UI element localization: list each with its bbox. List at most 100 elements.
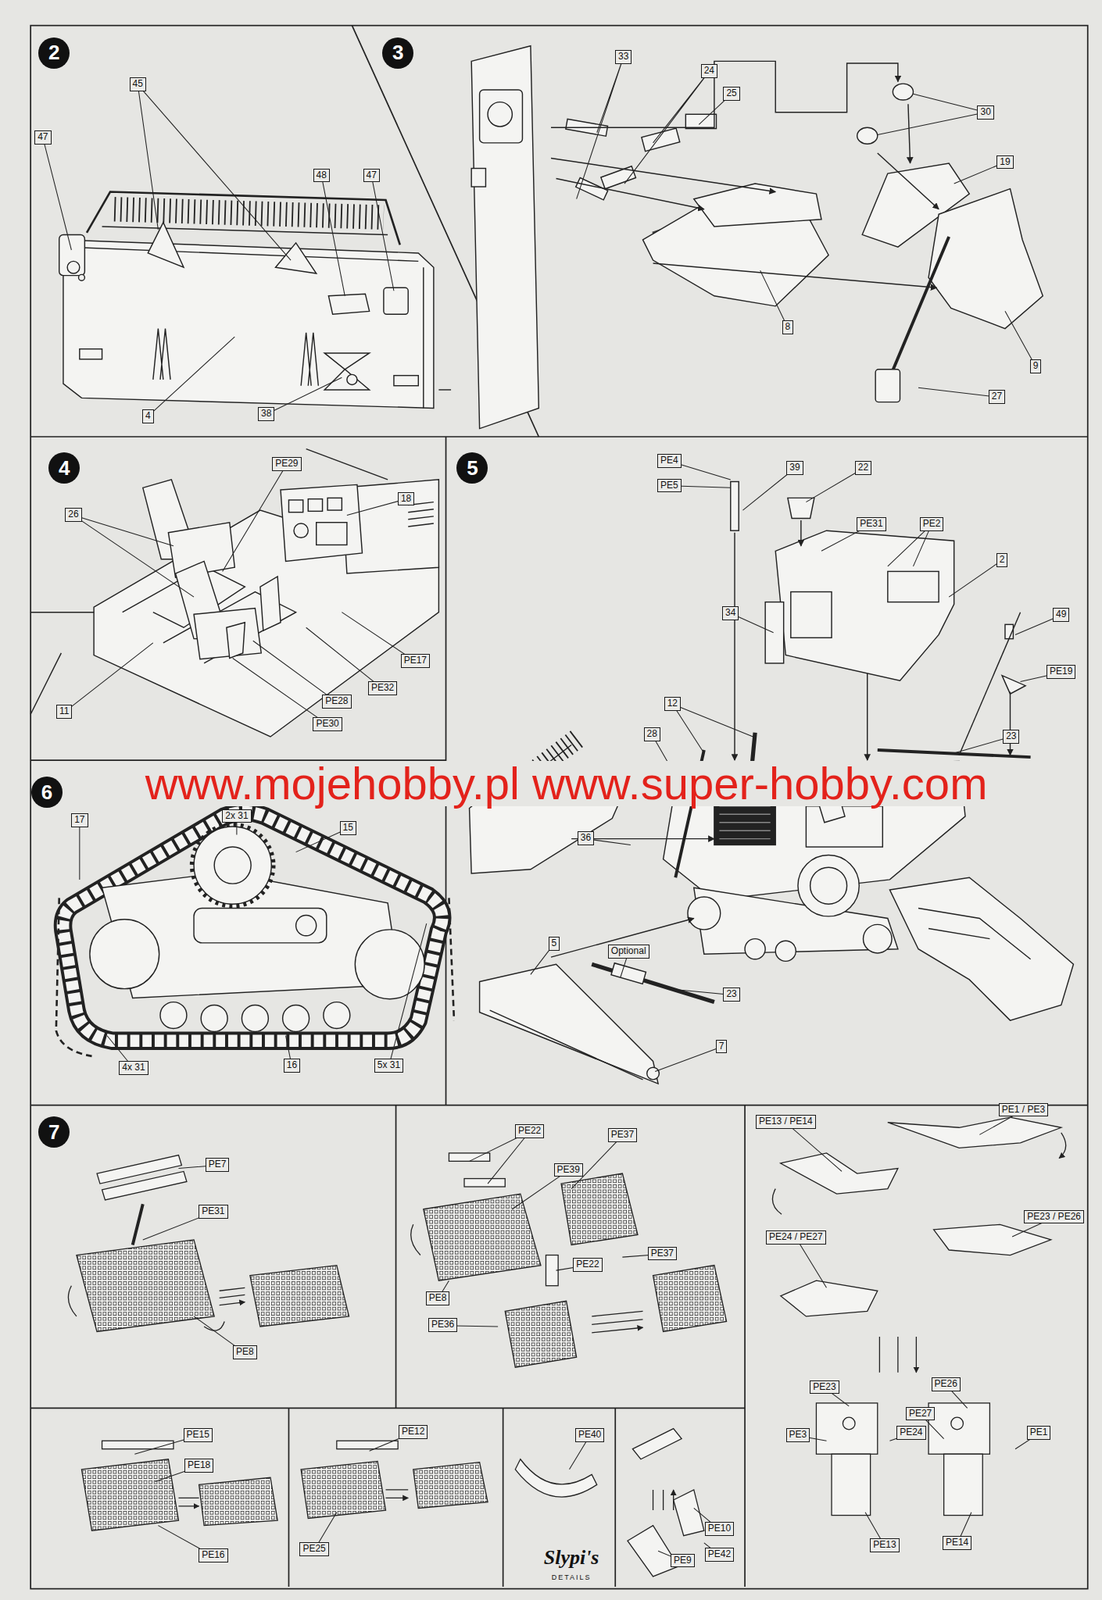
- photo-etch-drawing: [780, 1153, 899, 1195]
- arm-drawing: [892, 83, 913, 101]
- photo-etch-drawing: [81, 1459, 179, 1532]
- arm-drawing: [471, 168, 486, 188]
- callout-number: 39: [786, 461, 803, 476]
- callout-number: 17: [71, 813, 88, 828]
- dozer-assembly-drawing: [877, 750, 1031, 758]
- callout-number: PE4: [657, 454, 682, 469]
- arm-drawing: [685, 114, 716, 129]
- part-number: PE15: [186, 1429, 210, 1441]
- part-number: 49: [1055, 608, 1067, 620]
- label-text: www.mojehobby.pl www.super-hobby.com: [145, 758, 988, 809]
- callout-number: PE31: [198, 1205, 228, 1220]
- track-drawing: [191, 824, 273, 906]
- panel-frames: [30, 25, 1088, 1590]
- part-number: PE8: [236, 1346, 255, 1358]
- part-number: PE36: [431, 1319, 455, 1331]
- step-number: 2: [38, 37, 70, 69]
- arm-drawing: [641, 128, 680, 151]
- part-number: 24: [704, 64, 715, 76]
- callout-number: PE19: [1046, 665, 1076, 680]
- part-number: 48: [316, 169, 327, 181]
- wall-drawing: [438, 389, 451, 390]
- arm-drawing: [889, 236, 949, 378]
- dozer-assembly-drawing: [611, 963, 646, 985]
- dozer-assembly-drawing: [733, 533, 735, 761]
- brand-logo: DETAILS: [551, 1574, 592, 1582]
- dozer-assembly-drawing: [479, 964, 659, 1085]
- panel-frames: [288, 1408, 290, 1588]
- photo-etch-drawing: [632, 1429, 682, 1460]
- callout-number: 15: [339, 821, 357, 836]
- photo-etch-drawing: [336, 1441, 398, 1450]
- part-number: PE10: [708, 1523, 731, 1535]
- wall-drawing: [147, 222, 184, 268]
- part-number: PE26: [934, 1378, 958, 1390]
- track-drawing: [214, 847, 251, 884]
- dozer-assembly-drawing: [775, 940, 796, 962]
- callout-number: 19: [996, 155, 1013, 170]
- panel-frames: [614, 1408, 616, 1588]
- callout-number: PE24: [896, 1426, 926, 1441]
- arm-drawing: [928, 189, 1043, 330]
- step-number: 3: [382, 37, 414, 69]
- callout-number: PE14: [942, 1536, 972, 1551]
- arm-drawing: [877, 153, 939, 210]
- part-number: 4: [58, 456, 70, 481]
- part-number: 26: [67, 508, 79, 520]
- wall-drawing: [300, 332, 319, 387]
- arm-drawing: [694, 183, 822, 227]
- track-drawing: [63, 812, 443, 1042]
- wall-drawing: [79, 349, 103, 360]
- photo-etch-drawing: [67, 1133, 1066, 1511]
- part-number: 8: [785, 321, 791, 333]
- label-text: Slypi's: [543, 1546, 600, 1570]
- dozer-assembly-drawing: [810, 867, 848, 905]
- part-number: PE12: [401, 1426, 425, 1438]
- callout-number: 47: [363, 168, 380, 183]
- callout-number: PE12: [398, 1425, 428, 1440]
- callout-number: 36: [577, 831, 594, 846]
- callout-number: PE36: [428, 1318, 458, 1333]
- callout-number: PE30: [312, 717, 342, 732]
- callout-number: PE17: [400, 654, 430, 669]
- panel-frames: [744, 1105, 746, 1588]
- photo-etch-drawing: [464, 1179, 505, 1188]
- photo-etch-drawing: [842, 1417, 856, 1431]
- part-number: PE39: [557, 1164, 580, 1176]
- wall-drawing: [63, 239, 434, 409]
- panel-frames: [30, 1105, 1088, 1107]
- part-number: PE24 / PE27: [769, 1231, 823, 1243]
- callout-number: PE29: [271, 457, 301, 472]
- wall-drawing: [328, 293, 369, 315]
- wall-drawing: [324, 353, 369, 390]
- part-number: 25: [726, 87, 737, 99]
- dozer-assembly-drawing: [787, 497, 815, 519]
- wall-drawing: [153, 329, 171, 380]
- wall-drawing: [86, 192, 401, 246]
- callout-number: 34: [722, 606, 739, 621]
- part-number: 4x 31: [121, 1062, 145, 1074]
- arm-drawing: [471, 46, 1043, 430]
- callout-number: 45: [129, 77, 147, 92]
- part-number: PE9: [673, 1555, 692, 1567]
- part-number: PE5: [660, 479, 679, 491]
- photo-etch-drawing: [504, 1301, 577, 1368]
- callout-number: PE37: [608, 1128, 637, 1143]
- wall-drawing: [78, 274, 86, 281]
- dozer-assembly-drawing: [889, 877, 1074, 1021]
- photo-etch-drawing: [67, 1117, 1066, 1578]
- photo-etch-drawing: [423, 1194, 541, 1281]
- photo-etch-drawing: [67, 1133, 1066, 1331]
- photo-etch-drawing: [132, 1204, 144, 1246]
- callout-number: PE26: [931, 1377, 961, 1392]
- photo-etch-drawing: [413, 1463, 488, 1510]
- part-number: 36: [580, 832, 591, 844]
- dozer-assembly-drawing: [730, 481, 739, 531]
- callout-number: 2x 31: [221, 809, 251, 824]
- part-number: PE31: [859, 518, 883, 530]
- dozer-assembly-drawing: [958, 612, 1020, 756]
- cab-interior-drawing: [260, 576, 281, 631]
- part-number: PE27: [908, 1408, 932, 1420]
- photo-etch-drawing: [780, 1280, 878, 1317]
